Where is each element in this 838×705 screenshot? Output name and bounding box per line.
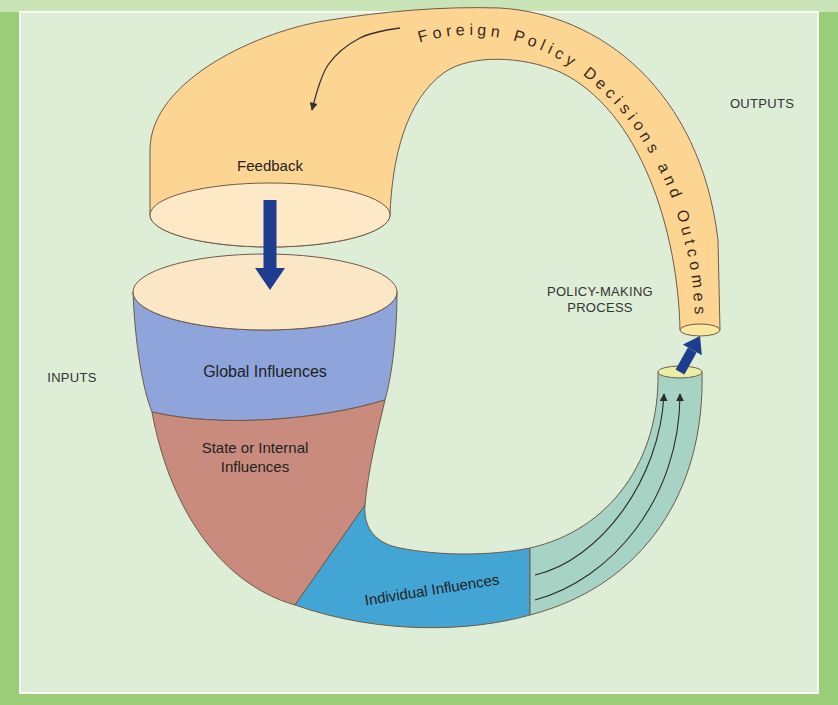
flow-line [535, 394, 664, 575]
stage-label: OUTPUTS [717, 96, 807, 112]
tube-shape [400, 8, 720, 330]
panel [20, 12, 818, 693]
individual-shape [295, 505, 530, 628]
tube-opening [680, 324, 720, 336]
node-outline [295, 372, 703, 635]
text-glyph: m [686, 273, 708, 289]
node-label: Foreign Policy Decisions and Outcomes [410, 14, 694, 34]
feedback-funnel: Feedback [150, 110, 390, 200]
feedback-arrow [264, 200, 277, 268]
stage-label: POLICY-MAKING PROCESS [538, 284, 663, 317]
node-label: Feedback [170, 157, 370, 176]
global-band: Global Influences [133, 290, 397, 425]
text-glyph: s [689, 306, 709, 315]
node-label: Global Influences [155, 362, 375, 382]
policy-arrow [680, 350, 692, 372]
node-outline [133, 290, 397, 425]
process-tube [530, 372, 702, 615]
stage-label: INPUTS [27, 370, 117, 386]
individual-band: Individual Influences [295, 372, 703, 635]
text-glyph: i [469, 20, 473, 40]
text-glyph: e [455, 20, 465, 40]
text-glyph: e [688, 292, 709, 303]
flow-line [535, 394, 680, 600]
feedback-loop-arrow [312, 28, 400, 110]
node-outline [150, 110, 390, 200]
node-label: State or Internal Influences [175, 439, 335, 477]
